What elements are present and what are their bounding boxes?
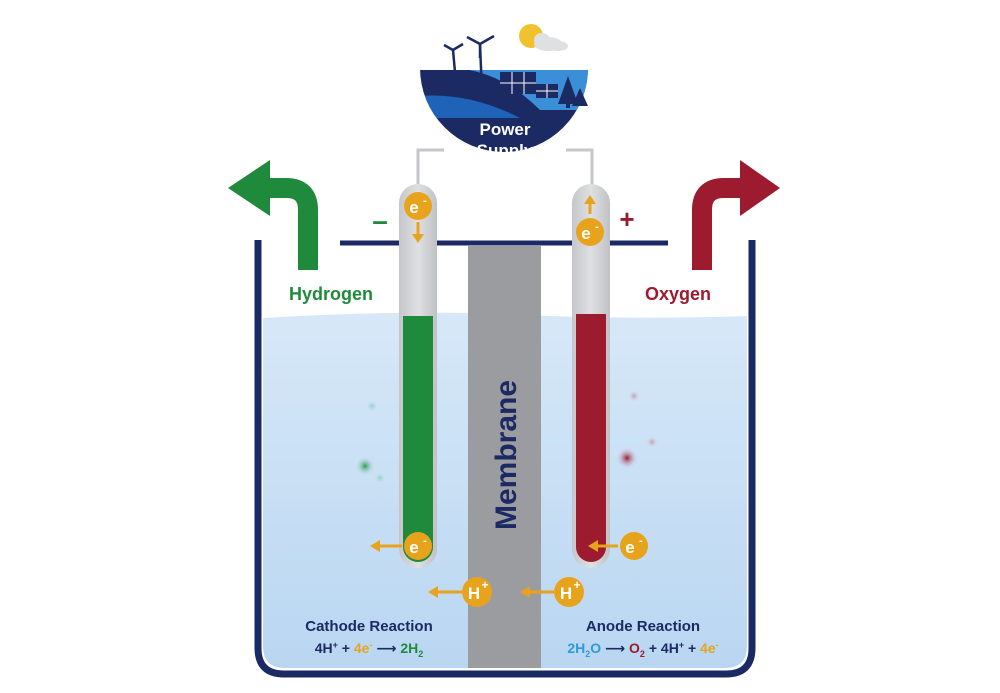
oxygen-bubble [628,390,640,402]
svg-text:-: - [423,535,427,547]
oxygen-bubble [646,436,658,448]
svg-text:-: - [423,195,427,207]
svg-text:e: e [409,538,418,557]
svg-text:H: H [560,584,572,603]
oxygen-arrowhead [740,160,780,216]
power-supply-label-line2: Supply [477,141,534,160]
svg-text:e: e [581,224,590,243]
membrane-label: Membrane [490,380,523,530]
hill-shape [420,68,588,110]
power-supply-label-line1: Power [479,120,530,139]
electron-anode-bottom: e - [588,532,648,560]
svg-text:+: + [573,578,580,592]
electron-top-right: e - [576,195,604,246]
electron-top-left: e - [404,192,432,243]
hydrogen-output-arrow [266,178,318,270]
anode-reaction-title: Anode Reaction [586,618,700,635]
cathode-reaction-equation: 4H+ + 4e- ⟶ 2H2 [315,640,424,659]
hydrogen-bubble [374,472,386,484]
cathode-reaction-title: Cathode Reaction [305,618,433,635]
oxygen-output-arrow [692,178,744,270]
svg-text:-: - [595,221,599,233]
oxygen-label: Oxygen [645,284,711,304]
hydrogen-bubble [366,400,378,412]
svg-text:+: + [481,578,488,592]
proton-left: H + [428,577,492,607]
power-supply: Power Supply [420,24,588,160]
wind-turbine-icon [443,34,495,93]
wire-positive [566,148,594,186]
hydrogen-arrowhead [228,160,270,216]
anode-electrode [572,184,610,568]
electron-cathode-bottom: e - [370,532,432,560]
tree-icon [558,76,588,108]
proton-right: H + [520,577,584,607]
tank-wall [254,240,756,678]
oxygen-bubble [616,447,638,469]
svg-text:e: e [625,538,634,557]
wire-negative [416,148,444,186]
cloud-icon [534,33,568,51]
svg-text:-: - [639,535,643,547]
anode-fill [576,314,606,562]
svg-text:H: H [468,584,480,603]
cathode-electrode [399,184,437,568]
negative-terminal-sign: – [372,205,388,236]
cathode-fill [403,316,433,562]
solar-panel-icon [500,72,558,98]
anode-reaction-equation: 2H2O ⟶ O2 + 4H+ + 4e- [567,640,718,659]
hydrogen-label: Hydrogen [289,284,373,304]
hydrogen-bubble [355,456,375,476]
svg-text:e: e [409,198,418,217]
positive-terminal-sign: + [619,204,634,234]
